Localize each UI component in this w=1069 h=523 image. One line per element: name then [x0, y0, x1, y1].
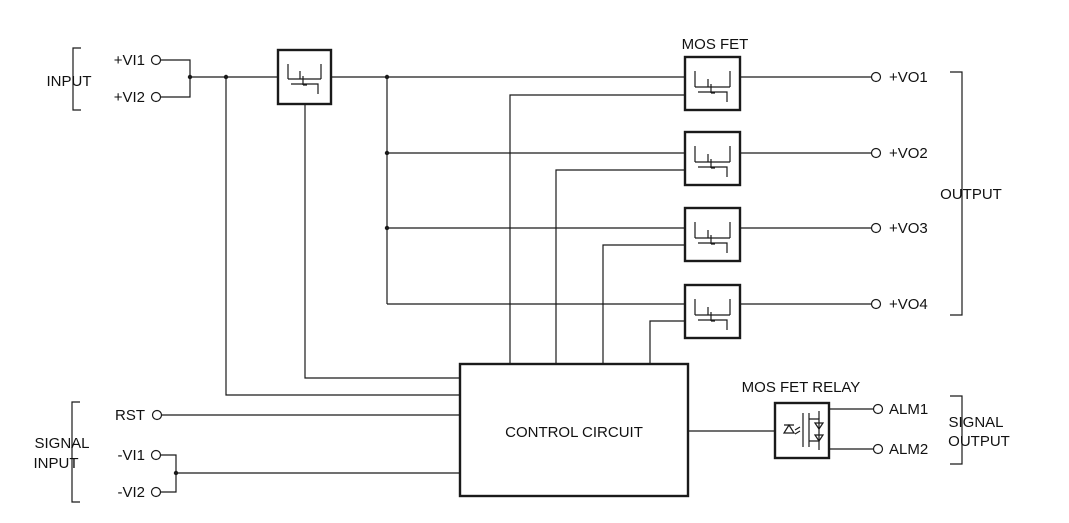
- mos-fet-label: MOS FET: [682, 36, 749, 53]
- wires: [161, 59, 873, 493]
- terminal-label-vi2-pos: +VI2: [114, 89, 145, 106]
- junction-dots: [173, 74, 390, 476]
- terminal-label-vo4: +VO4: [889, 296, 928, 313]
- output-mosfet-3: [683, 206, 742, 263]
- output-mosfet-1: [683, 55, 742, 112]
- group-brackets: [71, 47, 963, 503]
- control-circuit: CONTROL CIRCUIT: [458, 362, 690, 498]
- mosfet-relay: [773, 401, 831, 460]
- terminal-label-vo2: +VO2: [889, 145, 928, 162]
- output-mosfet-2: [683, 130, 742, 187]
- terminal-label-vi1-pos: +VI1: [114, 52, 145, 69]
- output-group-label: OUTPUT: [940, 186, 1002, 203]
- output-mosfet-4: [683, 283, 742, 340]
- terminal-label-alm2: ALM2: [889, 441, 928, 458]
- signal-output-label-line2: OUTPUT: [948, 433, 1010, 450]
- signal-input-label-line1: SIGNAL: [34, 435, 89, 452]
- terminal-label-vo1: +VO1: [889, 69, 928, 86]
- terminals: [150, 54, 884, 498]
- input-mosfet: [276, 48, 333, 106]
- control-circuit-label: CONTROL CIRCUIT: [505, 424, 643, 441]
- terminal-label-vi1-neg: -VI1: [117, 447, 145, 464]
- terminal-label-vi2-neg: -VI2: [117, 484, 145, 501]
- terminal-label-rst: RST: [115, 407, 145, 424]
- mos-fet-relay-label: MOS FET RELAY: [742, 379, 861, 396]
- signal-input-label-line2: INPUT: [34, 455, 79, 472]
- signal-output-label-line1: SIGNAL: [948, 414, 1003, 431]
- input-group-label: INPUT: [47, 73, 92, 90]
- terminal-label-alm1: ALM1: [889, 401, 928, 418]
- terminal-label-vo3: +VO3: [889, 220, 928, 237]
